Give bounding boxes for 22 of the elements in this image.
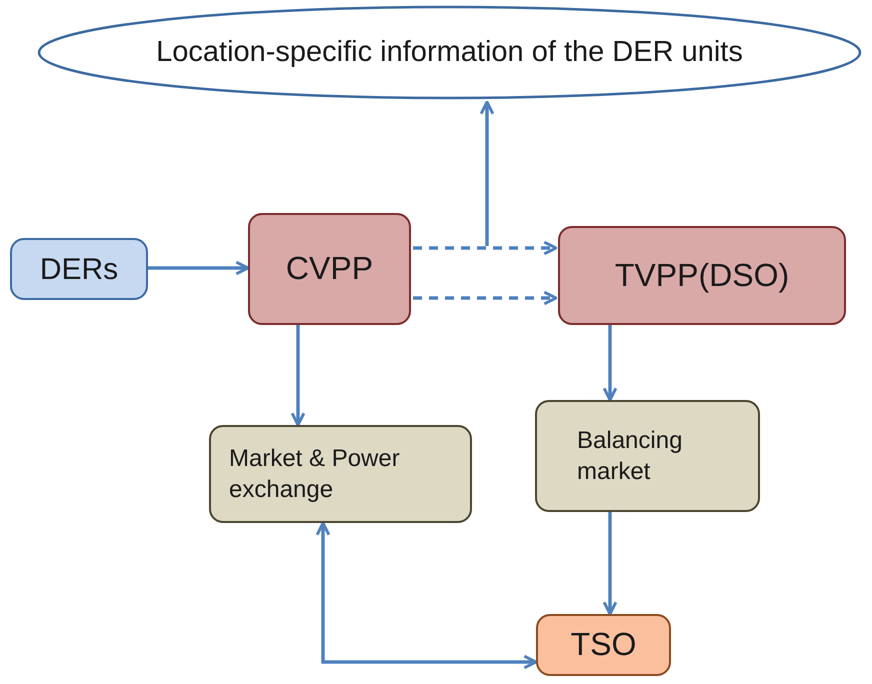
process-box <box>10 238 148 300</box>
arrow <box>480 100 494 246</box>
node-label: Market & Power exchange <box>229 444 401 505</box>
info-ellipse <box>37 5 862 100</box>
node-label: TSO <box>570 625 636 664</box>
node-label: DERs <box>40 252 118 288</box>
process-box <box>248 213 411 325</box>
arrow <box>413 290 558 306</box>
arrow <box>413 240 558 256</box>
arrow <box>602 325 618 402</box>
arrow <box>316 522 538 670</box>
node-label: TVPP(DSO) <box>614 256 790 295</box>
process-box <box>535 400 760 512</box>
node-label: Balancing market <box>577 426 684 487</box>
node-label: CVPP <box>286 249 374 288</box>
process-box <box>558 226 846 325</box>
process-box <box>209 425 472 523</box>
arrow <box>290 325 306 426</box>
node-label: Location-specific information of the DER units <box>156 34 743 70</box>
arrow <box>602 512 618 616</box>
arrow <box>148 260 250 276</box>
process-box <box>536 614 671 676</box>
